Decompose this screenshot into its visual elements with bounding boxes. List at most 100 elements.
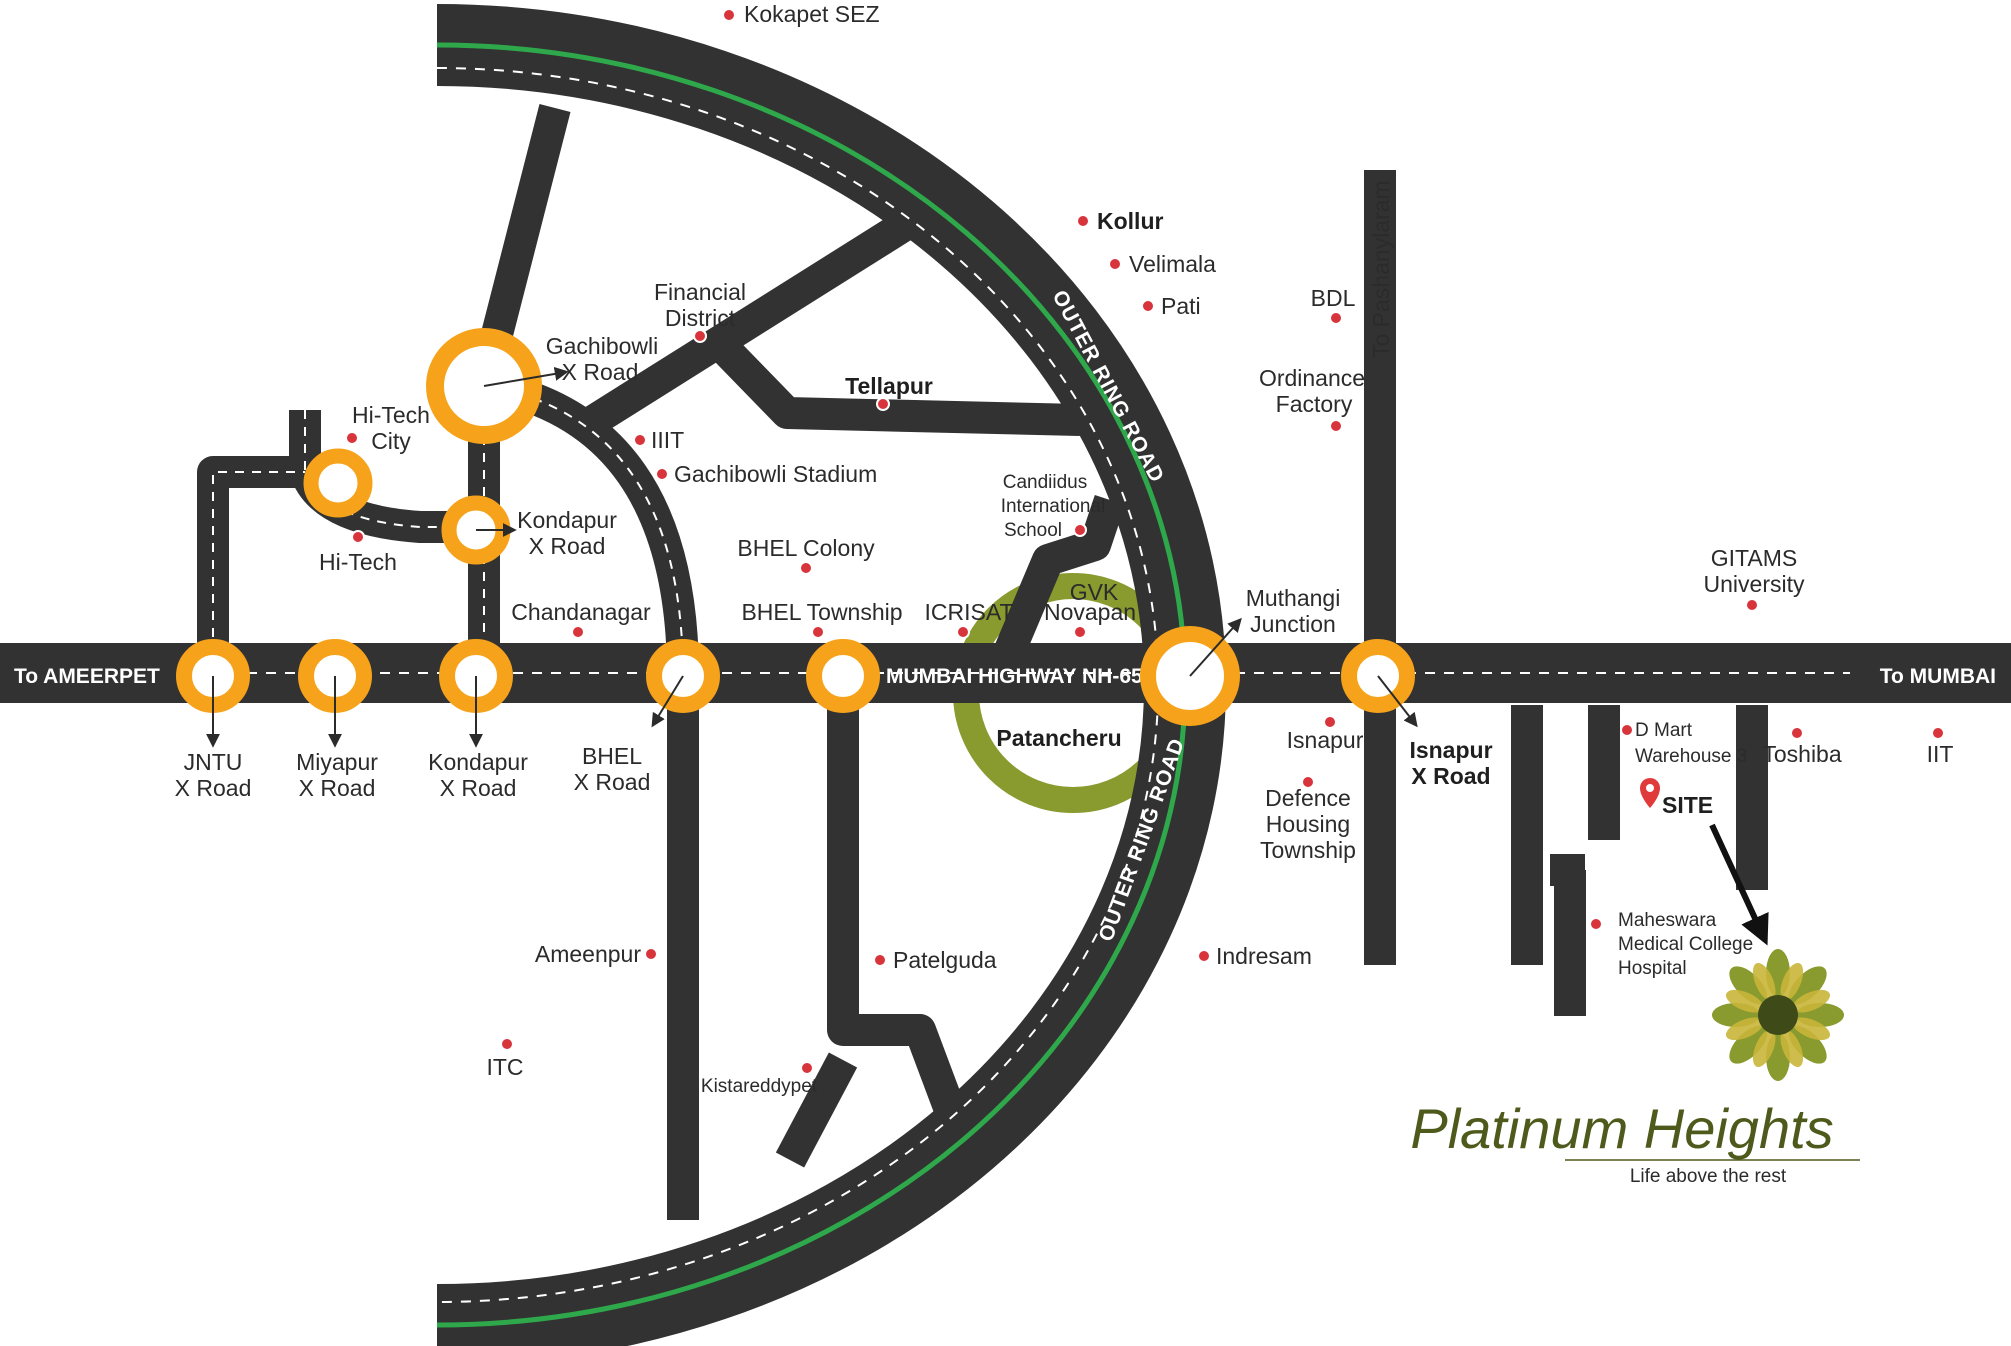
- poi-dot-gitams: [1745, 598, 1759, 612]
- label-jntu-1: JNTU: [184, 749, 243, 775]
- label-ordnance-2: Factory: [1276, 391, 1353, 417]
- poi-dot-bhel-colony: [799, 561, 813, 575]
- label-toshiba: Toshiba: [1762, 741, 1841, 767]
- junction-arrows: [206, 366, 1418, 748]
- highway-label-right: To MUMBAI: [1880, 665, 1996, 688]
- poi-dot-indresam: [1197, 949, 1211, 963]
- poi-dot-itc: [500, 1037, 514, 1051]
- label-pati: Pati: [1161, 293, 1201, 319]
- label-gitams-2: University: [1704, 571, 1805, 597]
- label-gachibowli-stadium: Gachibowli Stadium: [674, 461, 877, 487]
- poi-dot-iit: [1931, 726, 1945, 740]
- poi-dot-hitech-city: [345, 431, 359, 445]
- poi-dot-tellapur: [876, 397, 890, 411]
- label-kistareddypet: Kistareddypet: [701, 1076, 818, 1097]
- poi-dot-kistareddypet: [800, 1061, 814, 1075]
- label-isnapur-2: X Road: [1411, 763, 1490, 789]
- label-maheswara-2: Medical College: [1618, 934, 1753, 955]
- label-ordnance-1: Ordinance: [1259, 365, 1365, 391]
- poi-dot-financial: [693, 329, 707, 343]
- brand-logo: Platinum Heights Life above the rest: [1410, 949, 1860, 1187]
- label-hitech-city-2: City: [371, 428, 411, 454]
- label-velimala: Velimala: [1129, 251, 1216, 277]
- poi-dot-candiidus: [1073, 523, 1087, 537]
- label-novapan: Novapan: [1044, 599, 1136, 625]
- label-indresam: Indresam: [1216, 943, 1312, 969]
- poi-dot-kokapet: [722, 8, 736, 22]
- label-miyapur-1: Miyapur: [296, 749, 378, 775]
- label-iiit: IIIT: [651, 427, 684, 453]
- label-bhel-township: BHEL Township: [741, 599, 902, 625]
- label-kokapet: Kokapet SEZ: [744, 1, 880, 27]
- poi-dot-dmart: [1620, 723, 1634, 737]
- label-kondapur-upper-1: Kondapur: [517, 507, 617, 533]
- label-dmart-1: D Mart: [1635, 720, 1693, 741]
- poi-dot-kollur: [1076, 214, 1090, 228]
- label-jntu-2: X Road: [175, 775, 252, 801]
- poi-dot-patelguda: [873, 953, 887, 967]
- label-bdl: BDL: [1311, 285, 1356, 311]
- junction-hitech[interactable]: [303, 448, 373, 518]
- label-patancheru: Patancheru: [996, 725, 1121, 751]
- label-ameenpur: Ameenpur: [535, 941, 641, 967]
- label-iit: IIT: [1927, 741, 1954, 767]
- label-candiidus-1: Candiidus: [1003, 472, 1088, 493]
- poi-dot-velimala: [1108, 257, 1122, 271]
- flower-icon: [1712, 949, 1844, 1081]
- junction-bhel-township[interactable]: [806, 639, 880, 713]
- label-dmart-2: Warehouse 3: [1635, 746, 1747, 767]
- label-kondapur-2: X Road: [440, 775, 517, 801]
- site-label: SITE: [1662, 792, 1713, 818]
- label-patelguda: Patelguda: [893, 947, 997, 973]
- label-gvk: GVK: [1070, 579, 1119, 605]
- poi-dot-toshiba: [1790, 726, 1804, 740]
- label-candiidus-2: International: [1001, 496, 1106, 517]
- poi-dot-chandanagar: [571, 625, 585, 639]
- poi-dot-maheswara: [1589, 917, 1603, 931]
- label-hitech: Hi-Tech: [319, 549, 397, 575]
- label-muthangi-2: Junction: [1250, 611, 1336, 637]
- poi-dot-isnapur: [1323, 715, 1337, 729]
- poi-dot-defence: [1301, 775, 1315, 789]
- poi-dot-icrisat: [956, 625, 970, 639]
- highway-label-left: To AMEERPET: [14, 665, 160, 688]
- poi-dot-gvk: [1073, 625, 1087, 639]
- label-hitech-city-1: Hi-Tech: [352, 402, 430, 428]
- junction-labels: JNTU X Road Miyapur X Road Kondapur X Ro…: [175, 333, 1493, 801]
- label-kollur: Kollur: [1097, 208, 1163, 234]
- label-gitams-1: GITAMS: [1711, 545, 1797, 571]
- label-bhel-colony: BHEL Colony: [737, 535, 875, 561]
- poi-dot-ameenpur: [644, 947, 658, 961]
- label-maheswara-1: Maheswara: [1618, 910, 1717, 931]
- label-kondapur-upper-2: X Road: [529, 533, 606, 559]
- label-kondapur-1: Kondapur: [428, 749, 528, 775]
- label-isnapur: Isnapur: [1287, 727, 1364, 753]
- label-defence-2: Housing: [1266, 811, 1350, 837]
- poi-dot-iiit: [633, 433, 647, 447]
- label-miyapur-2: X Road: [299, 775, 376, 801]
- poi-dot-pati: [1141, 299, 1155, 313]
- label-maheswara-3: Hospital: [1618, 958, 1687, 979]
- brand-tagline: Life above the rest: [1630, 1166, 1787, 1187]
- label-defence-1: Defence: [1265, 785, 1351, 811]
- place-labels: Kokapet SEZ Kollur Velimala Pati Financi…: [319, 1, 1953, 1097]
- label-chandanagar: Chandanagar: [511, 599, 651, 625]
- label-financial-1: Financial: [654, 279, 746, 305]
- brand-name: Platinum Heights: [1410, 1097, 1833, 1160]
- highway-name: MUMBAI HIGHWAY NH-65: [886, 665, 1143, 688]
- site-marker[interactable]: SITE: [1640, 778, 1769, 946]
- label-candiidus-3: School: [1004, 520, 1062, 541]
- label-tellapur: Tellapur: [845, 373, 933, 399]
- location-pin-icon: [1640, 778, 1660, 808]
- poi-dot-bdl: [1329, 311, 1343, 325]
- label-defence-3: Township: [1260, 837, 1356, 863]
- label-itc: ITC: [486, 1054, 523, 1080]
- side-road-label: To Pashanylaram: [1368, 180, 1394, 358]
- poi-dot-ordnance: [1329, 419, 1343, 433]
- label-icrisat: ICRISAT: [924, 599, 1013, 625]
- label-gachibowli-2: X Road: [562, 359, 639, 385]
- label-isnapur-1: Isnapur: [1409, 737, 1492, 763]
- label-muthangi-1: Muthangi: [1246, 585, 1341, 611]
- label-financial-2: District: [665, 305, 736, 331]
- poi-dot-gachibowli-stadium: [655, 467, 669, 481]
